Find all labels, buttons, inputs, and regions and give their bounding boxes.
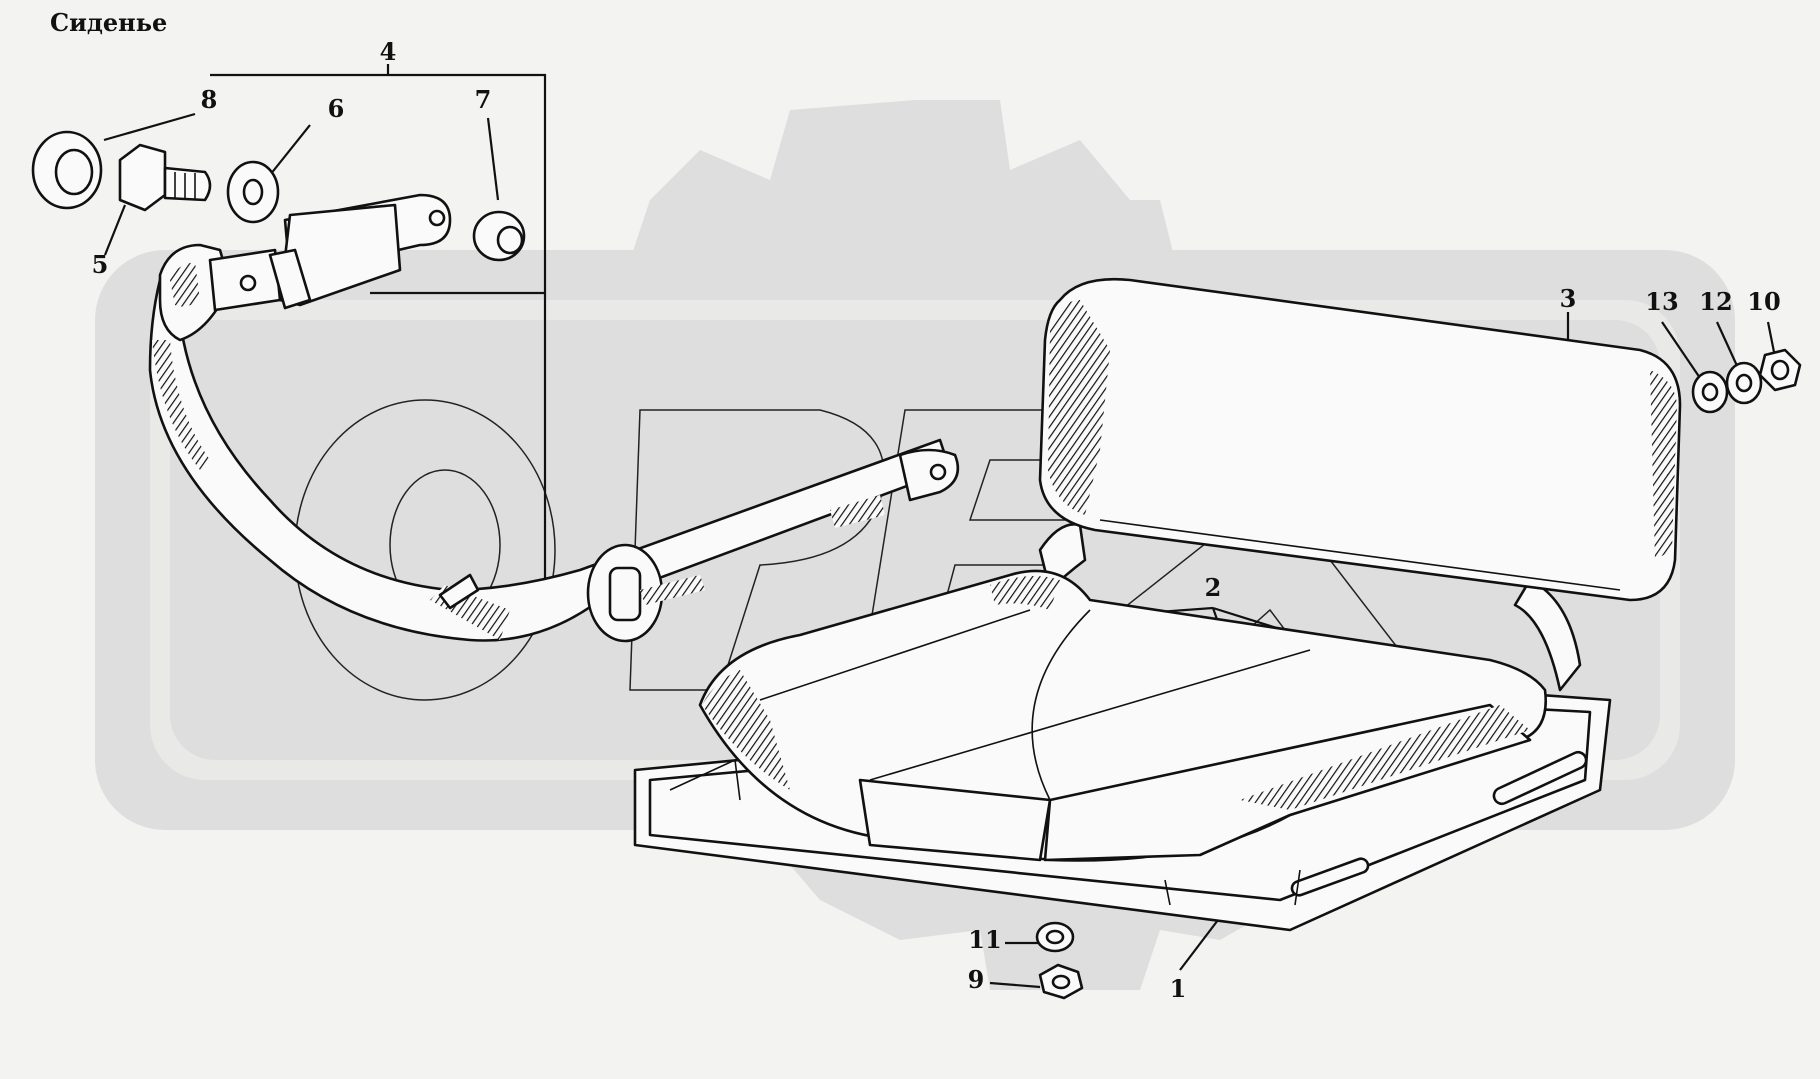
callout-8: 8 bbox=[201, 85, 218, 114]
diagram-title: Сиденье bbox=[50, 8, 168, 37]
belt-hardware bbox=[31, 130, 526, 262]
callout-6: 6 bbox=[328, 94, 345, 123]
callout-4: 4 bbox=[380, 37, 397, 66]
callout-labels: 1 2 3 4 5 6 7 8 9 10 11 12 13 bbox=[92, 37, 1781, 1003]
seat-belt bbox=[148, 193, 960, 643]
callout-3: 3 bbox=[1560, 284, 1577, 313]
seat-assembly bbox=[633, 277, 1682, 932]
callout-12: 12 bbox=[1699, 287, 1732, 316]
leader-lines bbox=[103, 64, 1776, 989]
callout-9: 9 bbox=[968, 965, 985, 994]
callout-2: 2 bbox=[1205, 573, 1222, 602]
callout-11: 11 bbox=[968, 925, 1001, 954]
callout-13: 13 bbox=[1645, 287, 1678, 316]
callout-1: 1 bbox=[1170, 974, 1187, 1003]
callout-5: 5 bbox=[92, 250, 109, 279]
callout-7: 7 bbox=[475, 85, 492, 114]
fasteners bbox=[1035, 348, 1802, 1000]
callout-10: 10 bbox=[1747, 287, 1780, 316]
